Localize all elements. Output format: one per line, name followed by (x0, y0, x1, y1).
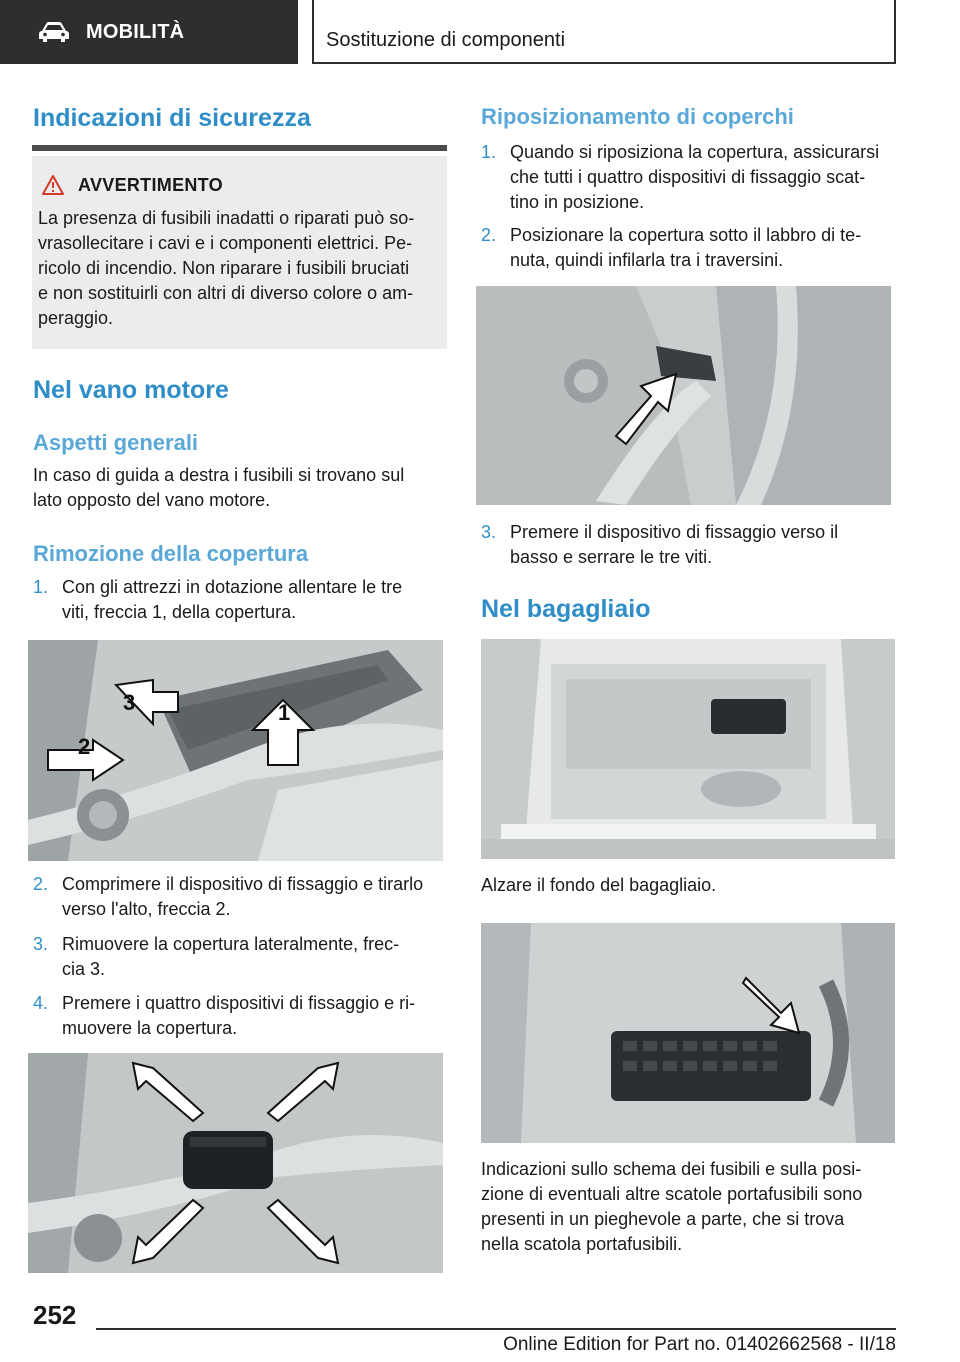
warning-title: AVVERTIMENTO (78, 175, 223, 195)
trunk-floor-photo (481, 639, 895, 859)
section-header: Sostituzione di componenti (312, 0, 896, 64)
step-line: nuta, quindi infilarla tra i traversini. (510, 250, 784, 270)
trunk-caption: Alzare il fondo del bagagliaio. (481, 875, 717, 895)
step-line: Comprimere il dispositivo di fissaggio e… (62, 874, 424, 894)
reposition-step-1: 1. Quando si riposiziona la copertura, a… (481, 140, 911, 217)
callout-2: 2 (78, 734, 90, 759)
removal-step-2: 2. Comprimere il dispositivo di fissaggi… (33, 872, 453, 924)
info-line: zione di eventuali altre scatole portafu… (481, 1184, 863, 1204)
removal-step-1: 1. Con gli attrezzi in dotazione allenta… (33, 575, 453, 627)
warning-icon (42, 175, 64, 195)
step-line: verso l'alto, freccia 2. (62, 899, 231, 919)
car-icon (39, 22, 69, 42)
step-line: cia 3. (62, 959, 106, 979)
step-line: Rimuovere la copertura lateralmente, fre… (62, 934, 400, 954)
chapter-tab[interactable]: MOBILITÀ (0, 0, 298, 64)
fastener-photo (28, 1053, 443, 1273)
step-line: Posizionare la copertura sotto il labbro… (510, 225, 862, 245)
step-line: che tutti i quattro dispositivi di fissa… (510, 167, 866, 187)
heading-rule (32, 145, 447, 151)
step-line: basso e serrare le tre viti. (510, 547, 713, 567)
step-number: 2. (33, 874, 49, 894)
reposition-step-3: 3. Premere il dispositivo di fissaggio v… (481, 520, 911, 572)
step-number: 3. (481, 522, 497, 542)
reposition-step-2: 2. Posizionare la copertura sotto il lab… (481, 223, 911, 275)
step-line: muovere la copertura. (62, 1018, 238, 1038)
step-number: 3. (33, 934, 49, 954)
general-text: In caso di guida a destra i fusibili si … (33, 463, 404, 513)
removal-step-4: 4. Premere i quattro dispositivi di fiss… (33, 991, 453, 1043)
seal-lip-photo (476, 286, 891, 505)
info-line: nella scatola portafusibili. (481, 1234, 683, 1254)
fuse-box-photo (481, 923, 895, 1143)
edition-footer: Online Edition for Part no. 01402662568 … (503, 1334, 896, 1355)
callout-1: 1 (278, 700, 290, 725)
step-number: 4. (33, 993, 49, 1013)
warning-line: vrasollecitare i cavi e i componenti ele… (38, 233, 413, 253)
heading-safety: Indicazioni di sicurezza (33, 104, 311, 132)
warning-line: ricolo di incendio. Non riparare i fusib… (38, 258, 410, 278)
subheading-general: Aspetti generali (33, 430, 199, 455)
heading-engine: Nel vano motore (33, 376, 229, 404)
step-line: Premere il dispositivo di fissaggio vers… (510, 522, 839, 542)
subheading-removal: Rimozione della copertura (33, 541, 309, 566)
step-number: 1. (481, 142, 497, 162)
subheading-reposition: Riposizionamento di coperchi (481, 104, 794, 129)
removal-step-3: 3. Rimuovere la copertura lateralmente, … (33, 932, 453, 984)
fuse-info-text: Indicazioni sullo schema dei fusibili e … (481, 1157, 862, 1257)
step-number: 2. (481, 225, 497, 245)
info-line: Indicazioni sullo schema dei fusibili e … (481, 1159, 862, 1179)
step-line: Quando si riposiziona la copertura, assi… (510, 142, 880, 162)
chapter-label: MOBILITÀ (86, 20, 185, 43)
warning-box (32, 156, 447, 349)
callout-3: 3 (123, 690, 135, 715)
step-line: viti, freccia 1, della copertura. (62, 602, 297, 622)
general-line: In caso di guida a destra i fusibili si … (33, 465, 405, 485)
warning-line: peraggio. (38, 308, 114, 328)
info-line: presenti in un pieghevole a parte, che s… (481, 1209, 845, 1229)
warning-text: La presenza di fusibili inadatti o ripar… (38, 206, 414, 331)
step-line: Con gli attrezzi in dotazione allentare … (62, 577, 403, 597)
engine-cover-photo: 1 2 3 (28, 640, 443, 861)
step-line: Premere i quattro dispositivi di fissagg… (62, 993, 416, 1013)
warning-line: La presenza di fusibili inadatti o ripar… (38, 208, 415, 228)
footer-rule (96, 1328, 896, 1330)
page-number: 252 (33, 1300, 77, 1330)
section-title: Sostituzione di componenti (326, 29, 566, 51)
heading-trunk: Nel bagagliaio (481, 595, 651, 623)
step-number: 1. (33, 577, 49, 597)
step-line: tino in posizione. (510, 192, 645, 212)
warning-line: e non sostituirli con altri di diverso c… (38, 283, 414, 303)
general-line: lato opposto del vano motore. (33, 490, 271, 510)
